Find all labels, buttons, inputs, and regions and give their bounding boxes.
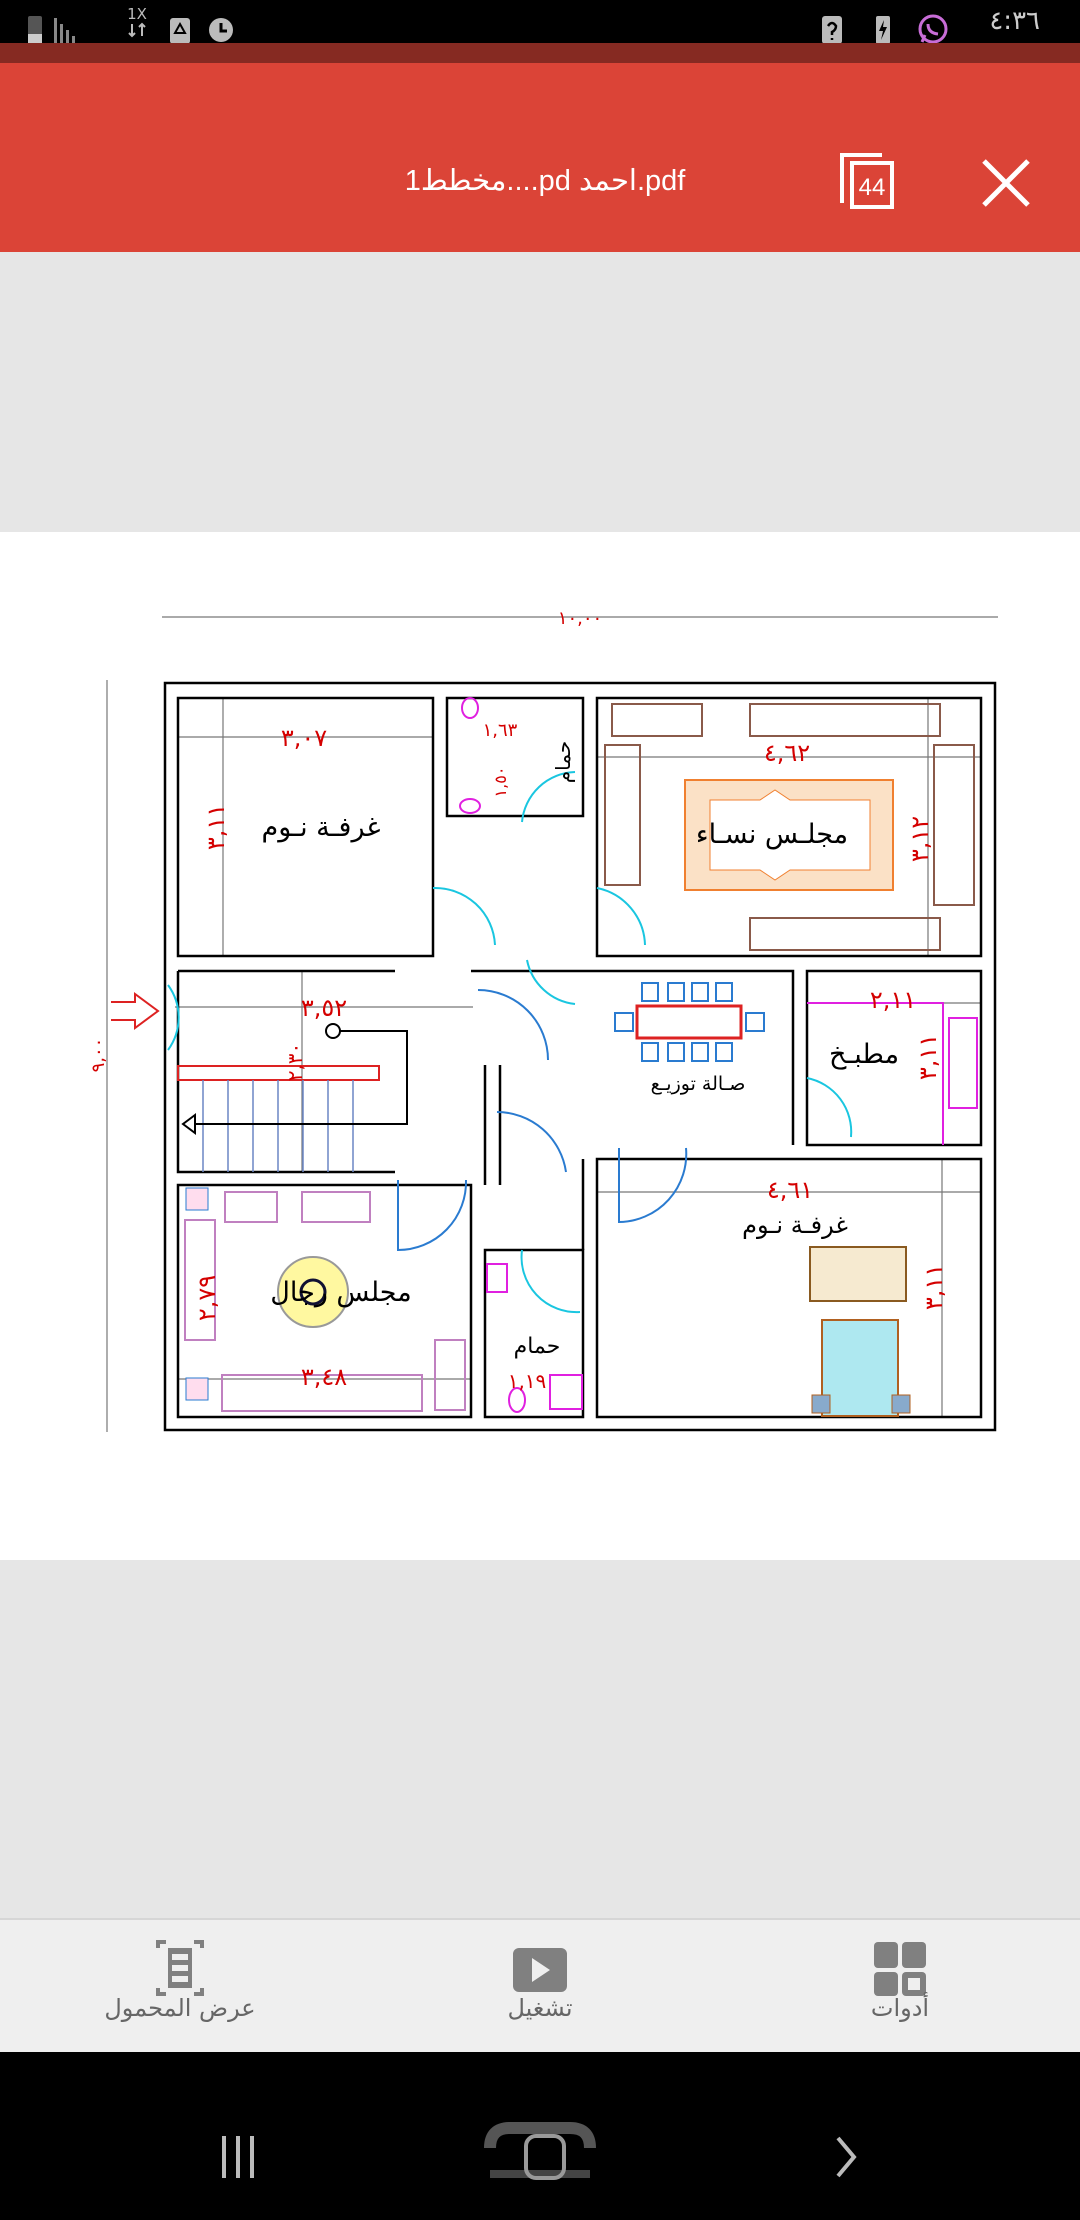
play-icon (513, 1948, 567, 1992)
dimension-lines (106, 616, 998, 1432)
room-label-bedroom-top: غرفـة نـوم (262, 812, 381, 843)
dim-bedroom-bottom-h: ٣,١١ (920, 1264, 948, 1310)
men-majlis-furniture (184, 1187, 466, 1412)
tools-grid-icon (874, 1942, 926, 1996)
whatsapp-icon (918, 14, 948, 44)
sim-unknown-icon (822, 16, 842, 44)
dim-total-height: ٩,٠٠ (88, 1038, 109, 1073)
sofas (604, 703, 975, 951)
room-label-women-majlis: مجلـس نسـاء (696, 819, 848, 850)
dim-bathroom-w: ١,١٩ (508, 1369, 547, 1393)
dim-wc-h: ١,٥٠ (491, 767, 510, 798)
clock: ٤:٣٦ (989, 6, 1040, 36)
dining-table (614, 982, 765, 1062)
data-speed-indicator: 1X (122, 6, 152, 38)
dim-men-majlis-w: ٣,٤٨ (301, 1363, 347, 1391)
dim-bedroom-bottom-w: ٤,٦١ (767, 1176, 813, 1204)
pages-icon: 44 (840, 153, 894, 209)
entrance-arrow-icon (111, 992, 160, 1030)
recents-icon[interactable] (218, 2134, 268, 2180)
battery-icon (28, 16, 42, 44)
blue-doors (397, 989, 688, 1252)
page-count-button[interactable]: 44 (838, 151, 898, 211)
play-button[interactable]: تشغيل (420, 1920, 660, 2054)
data-speed-text: 1X (127, 5, 147, 23)
app-header: مخطط1....pd احمد.pdf 44 (0, 63, 1080, 252)
dim-bedroom-top-h: ٣,١١ (202, 804, 230, 850)
tools-button[interactable]: أدوات (780, 1920, 1020, 2054)
dim-men-majlis-h: ٢,٧٩ (193, 1275, 221, 1321)
sanitary-fixtures (459, 697, 583, 1413)
close-button[interactable] (978, 155, 1034, 211)
women-majlis-carpet (684, 779, 894, 891)
staircase (177, 1023, 408, 1172)
status-bar-scrim (0, 43, 1080, 63)
room-label-wc: حمام (551, 741, 575, 783)
bed (809, 1246, 911, 1417)
room-label-bathroom: حمام (514, 1334, 561, 1359)
room-label-men-majlis: مجلس رجال (270, 1277, 411, 1308)
recycle-icon (170, 18, 190, 44)
tools-label: أدوات (870, 1994, 930, 2022)
walls (163, 681, 997, 1432)
pdf-page[interactable]: غرفـة نـوم مجلـس نسـاء حمام صـالة توزيـع… (0, 532, 1080, 1560)
mostaql-watermark-logo (484, 2122, 596, 2178)
play-label: تشغيل (507, 1994, 573, 2022)
dim-women-majlis-w: ٤,٦٢ (764, 739, 810, 767)
room-label-hall: صـالة توزيـع (651, 1073, 746, 1095)
dim-wc-w: ١,٦٣ (483, 720, 518, 741)
system-nav-bar (0, 2052, 1080, 2220)
alarm-icon (209, 18, 233, 42)
page-count: 44 (859, 174, 886, 201)
signal-icon (54, 18, 75, 44)
mobile-view-button[interactable]: عرض المحمول (60, 1920, 300, 2054)
dim-women-majlis-h: ٣,١٢ (906, 816, 934, 862)
doors (167, 771, 853, 1314)
dim-kitchen-w: ٢,١١ (870, 986, 916, 1014)
close-icon (982, 159, 1030, 207)
floor-plan: غرفـة نـوم مجلـس نسـاء حمام صـالة توزيـع… (88, 608, 998, 1432)
home-icon[interactable] (518, 2130, 572, 2184)
document-title: مخطط1....pd احمد.pdf (404, 165, 686, 197)
back-icon[interactable] (832, 2134, 862, 2180)
status-bar: 1X ٤:٣٦ (0, 0, 1080, 44)
room-label-bedroom-bottom: غرفـة نـوم (742, 1211, 848, 1239)
bottom-toolbar: عرض المحمول تشغيل أدوات (0, 1918, 1080, 2054)
dim-kitchen-h: ٣,١١ (914, 1034, 942, 1080)
mobile-view-label: عرض المحمول (104, 1994, 256, 2022)
dim-stairs-h: ٢,٣٠ (283, 1043, 307, 1082)
battery-charging-icon (876, 16, 890, 44)
kitchen-counter (807, 1002, 978, 1145)
dim-total-width: ١٠,٠٠ (558, 608, 602, 629)
dim-corridor-w: ٣,٥٢ (301, 994, 347, 1022)
data-arrows-icon (128, 22, 146, 38)
room-label-kitchen: مطبـخ (829, 1039, 899, 1070)
mobile-view-icon (156, 1940, 204, 1996)
dim-bedroom-top-w: ٣,٠٧ (281, 724, 327, 752)
